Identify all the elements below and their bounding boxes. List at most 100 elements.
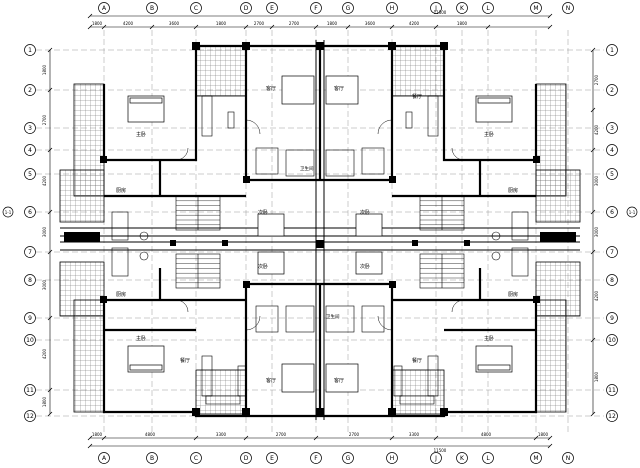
dim-text-bottom: 1800	[538, 432, 549, 437]
axis-bubble-left: 3	[24, 122, 36, 134]
axis-bubble-top: L	[482, 2, 494, 14]
dim-text-left: 1800	[42, 64, 47, 75]
svg-text:B: B	[150, 455, 154, 462]
axis-bubble-top: G	[342, 2, 354, 14]
dim-text-bottom: 4800	[481, 432, 492, 437]
svg-text:G: G	[346, 5, 351, 12]
svg-text:G: G	[346, 455, 351, 462]
room-label-bedroom2: 次卧	[258, 209, 268, 216]
axis-bubble-top: K	[456, 2, 468, 14]
dim-text-right: 4200	[594, 124, 599, 135]
svg-text:J: J	[434, 5, 437, 12]
svg-text:9: 9	[610, 315, 614, 322]
svg-text:K: K	[460, 455, 465, 462]
axis-bubble-right: 5	[606, 168, 618, 180]
axis-bubble-top: N	[562, 2, 574, 14]
dim-text-top: 1800	[92, 21, 103, 26]
svg-text:F: F	[314, 455, 318, 462]
section-markers: 1-1 1-1	[2, 206, 638, 218]
svg-text:12: 12	[26, 413, 34, 420]
axis-bubble-bottom: N	[562, 452, 574, 464]
axis-bubble-right: 4	[606, 144, 618, 156]
axis-bubble-left: 10	[24, 334, 36, 346]
dimension-ticks	[47, 13, 596, 449]
svg-text:F: F	[314, 5, 318, 12]
svg-text:B: B	[150, 5, 154, 12]
axis-bubble-right: 9	[606, 312, 618, 324]
svg-text:7: 7	[610, 249, 614, 256]
dim-text-left: 4200	[42, 175, 47, 186]
room-label-dining: 餐厅	[412, 93, 422, 100]
dim-text-right: 3000	[594, 175, 599, 186]
svg-text:H: H	[390, 5, 395, 12]
svg-text:A: A	[102, 455, 107, 462]
stairs	[175, 195, 465, 289]
svg-text:4: 4	[610, 147, 614, 154]
beds	[127, 75, 513, 393]
svg-text:E: E	[270, 5, 274, 12]
svg-text:N: N	[566, 5, 571, 12]
dim-text-bottom: 2700	[349, 432, 360, 437]
axis-bubble-bottom: A	[98, 452, 110, 464]
svg-text:E: E	[270, 455, 274, 462]
svg-text:D: D	[244, 5, 249, 12]
axis-bubble-right: 8	[606, 274, 618, 286]
dim-text-left: 1800	[42, 396, 47, 407]
axis-bubble-bottom: F	[310, 452, 322, 464]
dim-text-bottom: 3300	[409, 432, 420, 437]
axis-bubble-top: B	[146, 2, 158, 14]
axis-bubble-left: 7	[24, 246, 36, 258]
svg-text:1: 1	[610, 47, 614, 54]
axis-bubble-bottom: K	[456, 452, 468, 464]
axis-bubble-right: 7	[606, 246, 618, 258]
axis-bubble-bottom: C	[190, 452, 202, 464]
axis-bubble-left: 1	[24, 44, 36, 56]
dim-text-top: 3600	[169, 21, 180, 26]
dim-text-left: 2700	[42, 114, 47, 125]
stair-treads	[176, 200, 464, 283]
svg-text:9: 9	[28, 315, 32, 322]
room-label-bedroom: 主卧	[136, 335, 146, 342]
svg-text:C: C	[194, 455, 198, 462]
room-label-living: 客厅	[334, 85, 344, 92]
dim-text-left: 3000	[42, 279, 47, 290]
room-label-bedroom2: 次卧	[258, 263, 268, 270]
svg-text:11: 11	[26, 387, 34, 394]
axis-bubble-bottom: D	[240, 452, 252, 464]
axis-bubble-left: 12	[24, 410, 36, 422]
room-label-dining: 餐厅	[412, 357, 422, 364]
room-label-bedroom: 主卧	[484, 131, 494, 138]
dim-text-left: 4200	[42, 348, 47, 359]
axis-bubble-top: J	[430, 2, 442, 14]
axis-bubble-top: M	[530, 2, 542, 14]
svg-text:8: 8	[28, 277, 32, 284]
dim-text-top: 3600	[365, 21, 376, 26]
svg-text:7: 7	[28, 249, 32, 256]
axis-bubble-top: E	[266, 2, 278, 14]
dim-text-right: 1800	[594, 371, 599, 382]
axis-bubble-left: 6	[24, 206, 36, 218]
svg-text:L: L	[486, 455, 490, 462]
dim-total-top: 11500	[434, 10, 447, 15]
dim-text-right: 4200	[594, 290, 599, 301]
dimension-texts: 1800 4200 3600 1800 2700 2700 1800 3600 4200 1800…	[42, 10, 599, 453]
axis-bubble-right: 3	[606, 122, 618, 134]
room-label-bedroom2: 次卧	[360, 263, 370, 270]
dim-text-top: 1800	[327, 21, 338, 26]
axis-bubble-bottom: M	[530, 452, 542, 464]
svg-text:5: 5	[28, 171, 32, 178]
svg-text:11: 11	[608, 387, 616, 394]
axis-bubble-top: H	[386, 2, 398, 14]
axis-bubble-bottom: B	[146, 452, 158, 464]
axis-bubble-bottom: G	[342, 452, 354, 464]
columns	[64, 42, 576, 416]
svg-text:A: A	[102, 5, 107, 12]
svg-text:L: L	[486, 5, 490, 12]
room-label-living: 客厅	[266, 85, 276, 92]
dim-text-top: 4200	[123, 21, 134, 26]
door-swings	[175, 119, 465, 331]
axis-bubble-right: 1	[606, 44, 618, 56]
room-label-bedroom: 主卧	[484, 335, 494, 342]
